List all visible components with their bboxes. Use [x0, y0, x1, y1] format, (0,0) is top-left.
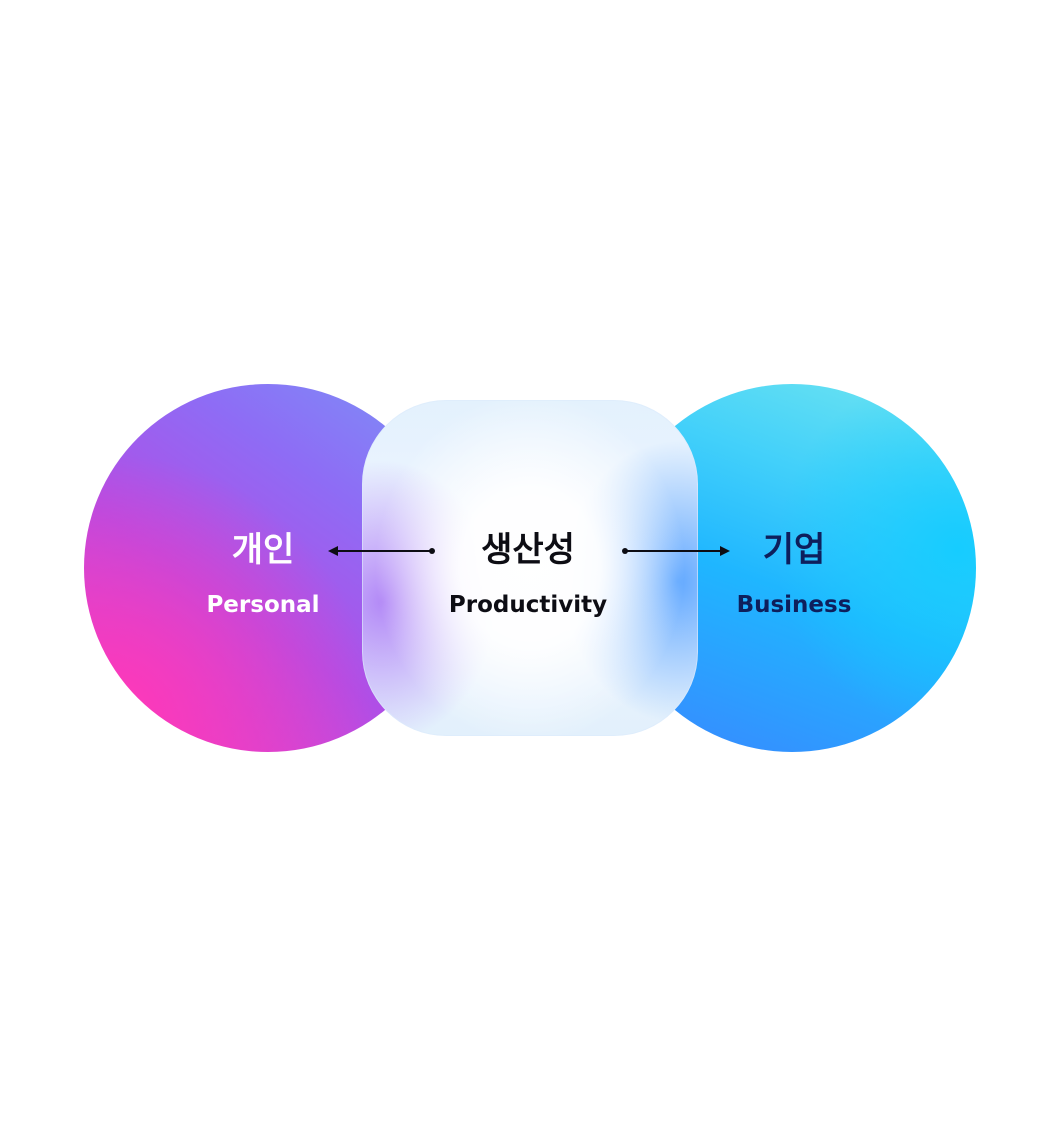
arrow-right-icon	[622, 546, 730, 556]
personal-label-ko: 개인	[231, 530, 295, 570]
business-label-ko: 기업	[762, 530, 826, 570]
productivity-label-ko: 생산성	[481, 530, 575, 570]
personal-label-en: Personal	[206, 592, 320, 618]
business-label-en: Business	[736, 592, 852, 618]
arrow-left-icon	[328, 546, 435, 556]
productivity-label-en: Productivity	[448, 592, 608, 618]
productivity-card	[362, 400, 698, 736]
